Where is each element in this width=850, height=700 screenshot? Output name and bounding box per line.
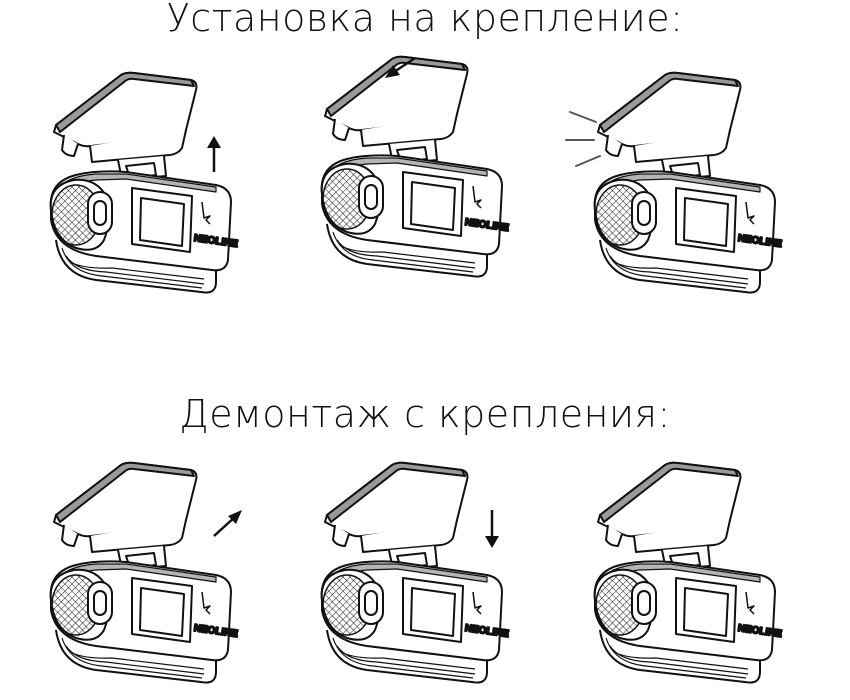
install-heading: Установка на крепление: [166, 0, 684, 40]
arrow-up-right-icon [213, 510, 242, 537]
dashcam-body: NEOLINE [593, 560, 784, 684]
remove-step-1: NEOLINE [26, 460, 276, 700]
arrow-up-icon [207, 136, 221, 172]
dashcam-illustration: NEOLINE [26, 70, 276, 310]
click-sound-icon [565, 111, 601, 167]
remove-heading: Демонтаж с крепления: [179, 392, 671, 436]
dashcam-body: NEOLINE [593, 170, 784, 294]
dashcam-illustration: NEOLINE [26, 460, 276, 700]
dashcam-illustration: NEOLINE [570, 70, 820, 310]
arrow-left-icon [385, 56, 416, 78]
windshield-mount [53, 461, 198, 571]
dashcam-body: NEOLINE [49, 560, 240, 684]
windshield-mount [597, 71, 742, 181]
windshield-mount [597, 461, 742, 571]
dashcam-illustration: NEOLINE [570, 460, 820, 700]
install-step-1: NEOLINE [26, 70, 276, 310]
arrow-down-icon [485, 510, 499, 548]
dashcam-body: NEOLINE [320, 560, 511, 684]
install-step-3: NEOLINE [565, 70, 820, 310]
dashcam-body: NEOLINE [49, 170, 240, 294]
install-step-2: NEOLINE [297, 54, 547, 294]
remove-step-2: NEOLINE [297, 460, 547, 700]
dashcam-illustration: NEOLINE [297, 460, 547, 700]
windshield-mount [324, 55, 469, 165]
dashcam-illustration: NEOLINE [297, 54, 547, 294]
windshield-mount [324, 461, 469, 571]
remove-step-3: NEOLINE [570, 460, 820, 700]
dashcam-body: NEOLINE [320, 154, 511, 278]
